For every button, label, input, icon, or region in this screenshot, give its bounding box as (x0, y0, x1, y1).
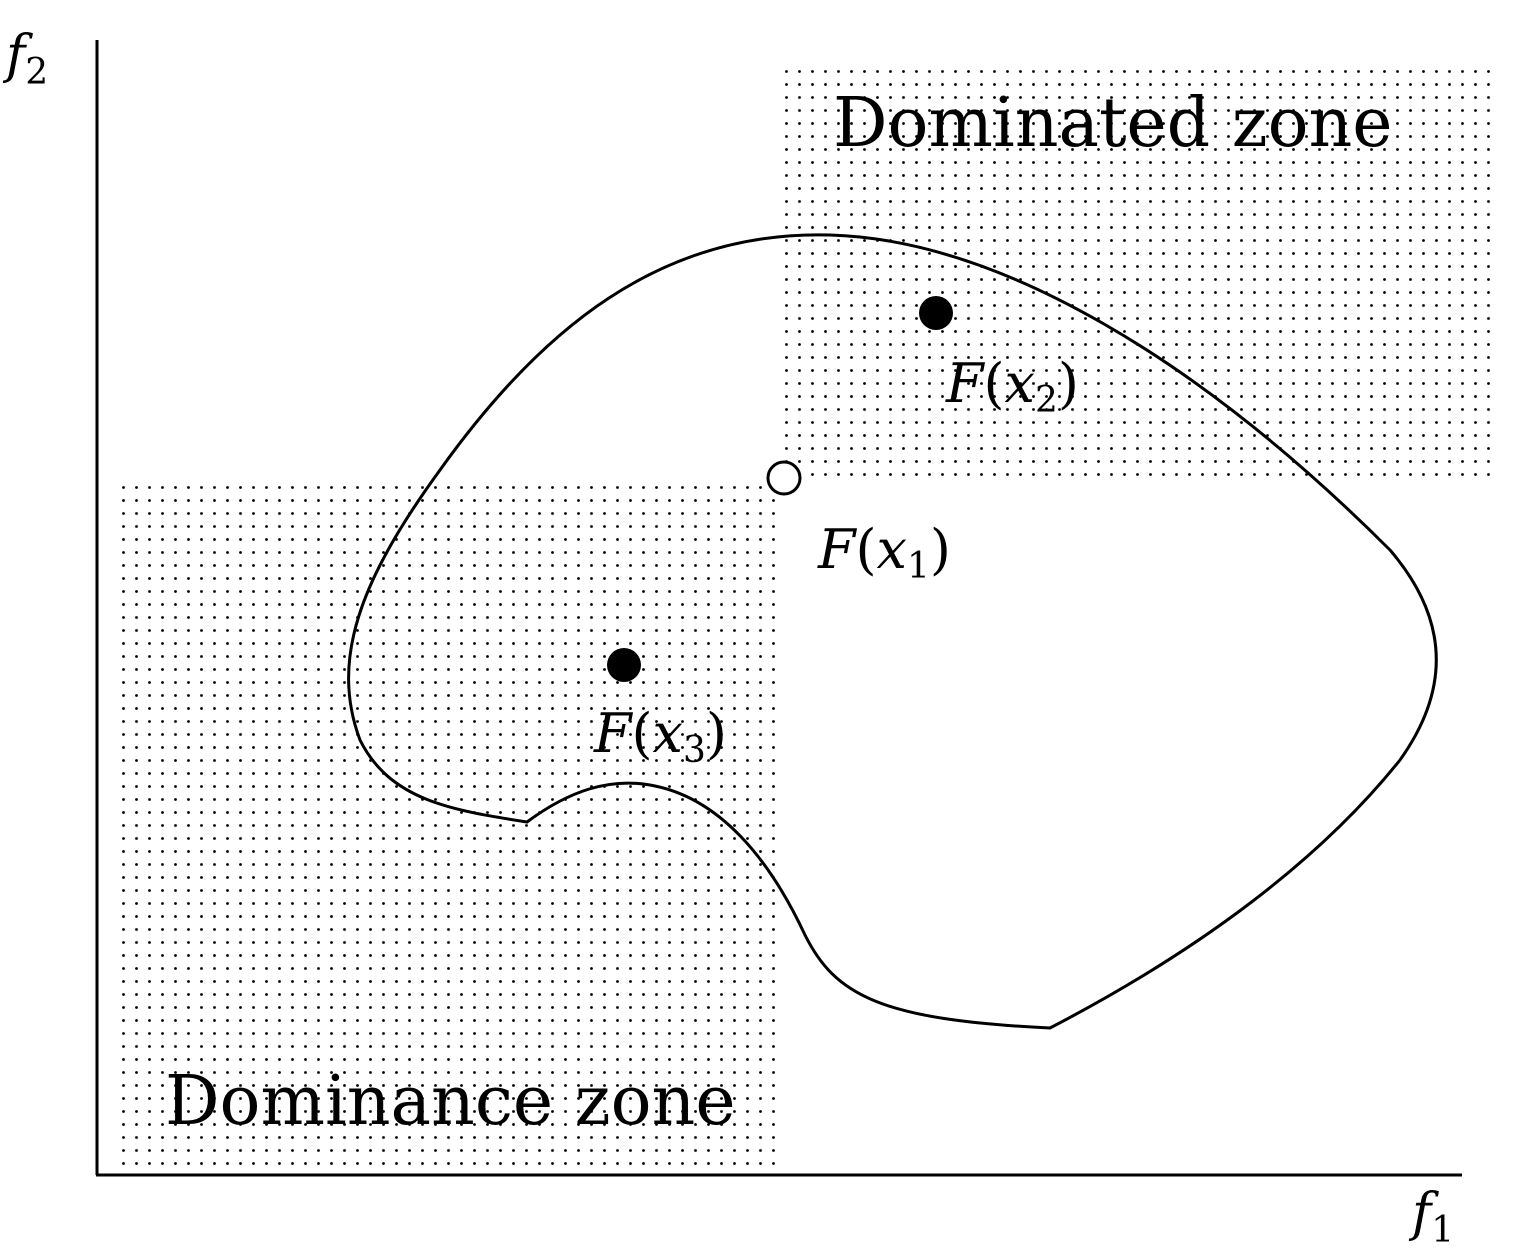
x-axis-label: f1 (1408, 1183, 1454, 1248)
point-x3-marker (607, 648, 641, 682)
dominance-zone-area (117, 478, 785, 1168)
point-x1-marker (766, 460, 802, 496)
point-x3-label: F(x3) (593, 702, 727, 771)
dominance-zone-label: Dominance zone (165, 1062, 736, 1141)
feasible-region-boundary (347, 233, 1438, 1030)
dominated-zone-area (783, 65, 1493, 478)
point-x1-label: F(x1) (817, 518, 951, 587)
point-x2-label: F(x2) (945, 352, 1079, 421)
point-x2-marker (919, 296, 953, 330)
dominated-zone-label: Dominated zone (833, 84, 1393, 163)
y-axis-label: f2 (2, 25, 48, 93)
